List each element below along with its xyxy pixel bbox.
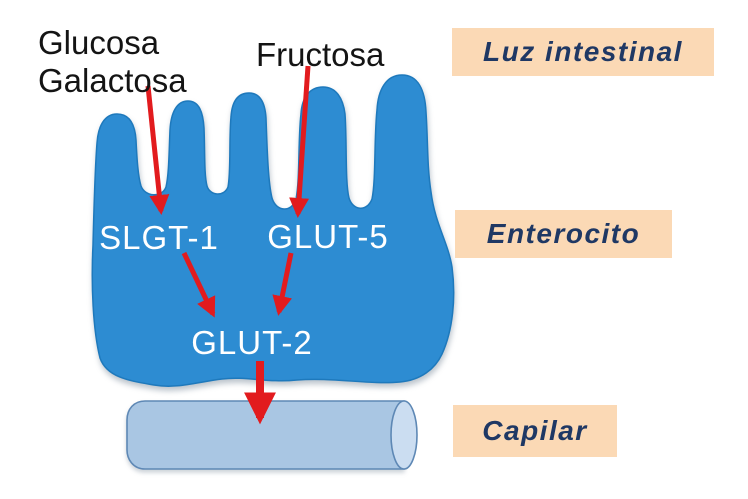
transporter-slgt1-label: SLGT-1: [99, 219, 219, 256]
transporter-glut2-label: GLUT-2: [191, 324, 313, 361]
substrate-label-fructosa: Fructosa: [256, 36, 385, 73]
region-label-luz-intestinal: Luz intestinal: [452, 28, 714, 76]
substrate-galactosa-text: Galactosa: [38, 62, 187, 99]
capillary-end-cap: [390, 400, 418, 470]
arrow-slgt1-to-glut2: [181, 251, 216, 318]
capillary-tube: [126, 400, 405, 470]
capillary-vessel: [126, 400, 418, 470]
region-label-capilar: Capilar: [453, 405, 617, 457]
region-label-enterocito: Enterocito: [455, 210, 672, 258]
substrate-label-glucosa-galactosa: Glucosa Galactosa: [38, 24, 187, 100]
substrate-glucosa-text: Glucosa: [38, 24, 160, 61]
arrow-fructosa-to-glut5: [289, 65, 311, 218]
transporter-glut5-label: GLUT-5: [267, 218, 389, 255]
arrow-glut5-to-glut2: [272, 252, 294, 316]
arrow-glucosa-to-slgt1: [145, 85, 170, 215]
